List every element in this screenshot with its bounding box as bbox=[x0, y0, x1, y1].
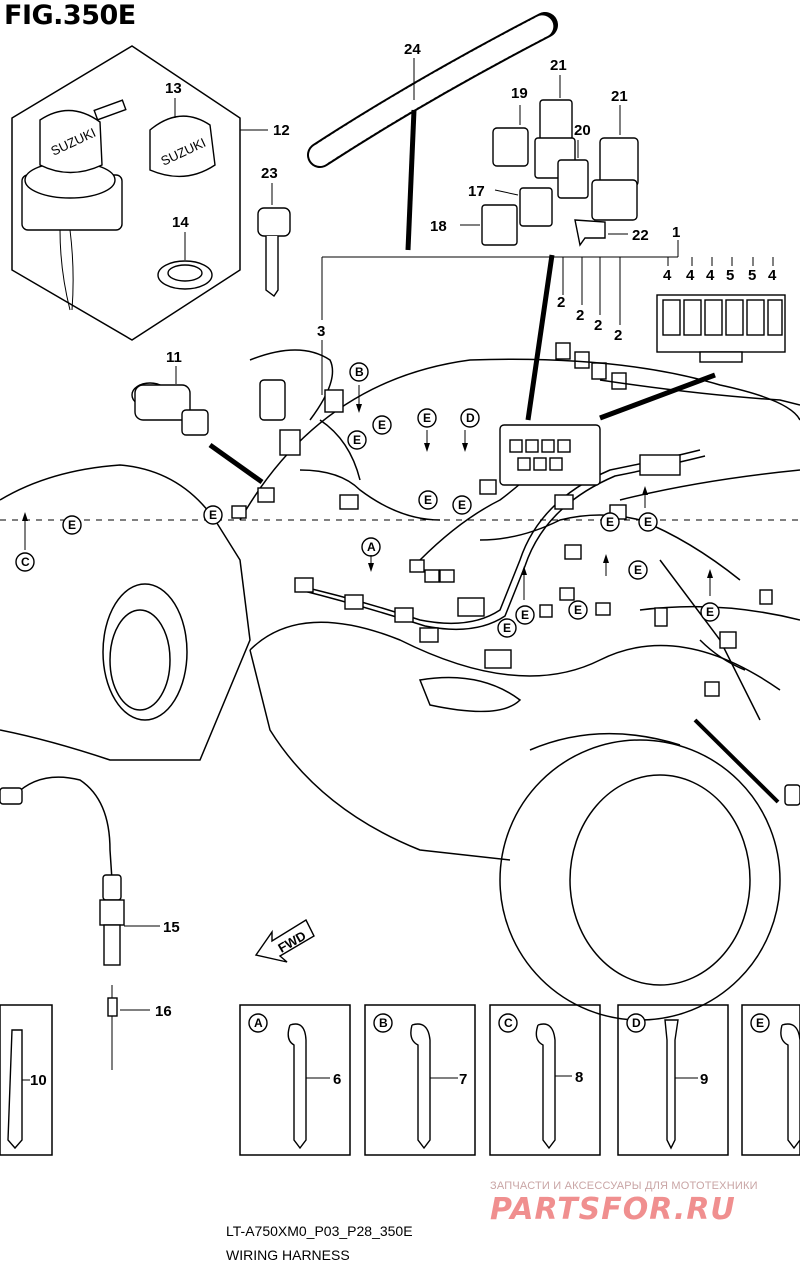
callout-10: 10 bbox=[30, 1072, 47, 1089]
relay-group bbox=[460, 75, 639, 421]
ref-marker-e2: E bbox=[372, 415, 392, 435]
svg-text:E: E bbox=[756, 1016, 764, 1030]
corrugated-tube bbox=[307, 12, 558, 251]
ref-marker-e4: E bbox=[418, 490, 438, 510]
fuse-block-group bbox=[321, 240, 786, 421]
ref-marker-d: D bbox=[460, 408, 480, 428]
callout-23: 23 bbox=[261, 165, 278, 182]
fwd-arrow: FWD bbox=[254, 919, 315, 963]
ref-marker-e13: E bbox=[600, 512, 620, 532]
callout-8: 8 bbox=[575, 1069, 583, 1086]
callout-1: 1 bbox=[672, 224, 680, 241]
callout-2b: 2 bbox=[576, 307, 584, 324]
callout-3: 3 bbox=[317, 323, 325, 340]
callout-15: 15 bbox=[163, 919, 180, 936]
callout-20: 20 bbox=[574, 122, 591, 139]
svg-text:E: E bbox=[423, 411, 431, 425]
svg-text:E: E bbox=[634, 563, 642, 577]
callout-7: 7 bbox=[459, 1071, 467, 1088]
svg-text:E: E bbox=[706, 605, 714, 619]
callout-2a: 2 bbox=[557, 294, 565, 311]
ref-marker-box-d: D bbox=[626, 1013, 646, 1033]
ref-marker-e10: E bbox=[700, 602, 720, 622]
clamp-boxes bbox=[0, 1004, 800, 1156]
callout-4d: 4 bbox=[768, 267, 777, 284]
svg-text:B: B bbox=[379, 1016, 388, 1030]
ref-marker-e5: E bbox=[452, 495, 472, 515]
svg-text:E: E bbox=[606, 515, 614, 529]
ref-marker-b: B bbox=[349, 362, 369, 382]
callout-4a: 4 bbox=[663, 267, 672, 284]
watermark-tagline: ЗАПЧАСТИ И АКСЕССУАРЫ ДЛЯ МОТОТЕХНИКИ bbox=[490, 1180, 758, 1192]
harness-wiring bbox=[231, 349, 773, 721]
svg-text:E: E bbox=[521, 608, 529, 622]
svg-text:E: E bbox=[209, 508, 217, 522]
svg-text:E: E bbox=[378, 418, 386, 432]
callout-2d: 2 bbox=[614, 327, 622, 344]
callout-24: 24 bbox=[404, 41, 421, 58]
svg-text:E: E bbox=[424, 493, 432, 507]
direction-arrows bbox=[22, 385, 713, 600]
callout-12: 12 bbox=[273, 122, 290, 139]
svg-text:E: E bbox=[353, 433, 361, 447]
figure-title: FIG.350E bbox=[4, 0, 136, 31]
svg-text:E: E bbox=[503, 621, 511, 635]
svg-text:D: D bbox=[632, 1016, 641, 1030]
callout-13: 13 bbox=[165, 80, 182, 97]
ref-marker-e12: E bbox=[203, 505, 223, 525]
ref-marker-e9: E bbox=[628, 560, 648, 580]
ref-marker-e11: E bbox=[62, 515, 82, 535]
svg-text:E: E bbox=[458, 498, 466, 512]
svg-text:D: D bbox=[466, 411, 475, 425]
callout-19: 19 bbox=[511, 85, 528, 102]
ref-marker-box-e: E bbox=[750, 1013, 770, 1033]
svg-text:A: A bbox=[254, 1016, 263, 1030]
ref-marker-e8: E bbox=[568, 600, 588, 620]
callout-5a: 5 bbox=[726, 267, 734, 284]
svg-text:E: E bbox=[574, 603, 582, 617]
part-callouts: 1 2 2 2 2 3 4 4 4 4 5 5 6 7 8 9 10 11 12… bbox=[30, 41, 777, 1089]
svg-text:C: C bbox=[504, 1016, 513, 1030]
figure-name: WIRING HARNESS bbox=[226, 1247, 350, 1263]
ref-marker-e14: E bbox=[638, 512, 658, 532]
svg-text:E: E bbox=[68, 518, 76, 532]
svg-text:A: A bbox=[367, 540, 376, 554]
callout-9: 9 bbox=[700, 1071, 708, 1088]
watermark-logo: PARTSFOR.RU bbox=[490, 1192, 736, 1227]
key-group bbox=[257, 183, 291, 298]
ignition-switch-group: SUZUKI SUZUKI bbox=[11, 45, 268, 341]
callout-4c: 4 bbox=[706, 267, 715, 284]
power-socket bbox=[131, 366, 264, 485]
ref-marker-e6: E bbox=[515, 605, 535, 625]
svg-text:B: B bbox=[355, 365, 364, 379]
ref-marker-e3: E bbox=[347, 430, 367, 450]
svg-text:E: E bbox=[644, 515, 652, 529]
callout-21a: 21 bbox=[550, 57, 567, 74]
callout-11: 11 bbox=[166, 349, 182, 366]
svg-text:C: C bbox=[21, 555, 30, 569]
callout-16: 16 bbox=[155, 1003, 172, 1020]
ref-marker-a: A bbox=[361, 537, 381, 557]
figure-code: LT-A750XM0_P03_P28_350E bbox=[226, 1223, 413, 1239]
ref-marker-box-c: C bbox=[498, 1013, 518, 1033]
callout-21b: 21 bbox=[611, 88, 628, 105]
ref-marker-box-a: A bbox=[248, 1013, 268, 1033]
callout-17: 17 bbox=[468, 183, 485, 200]
callout-5b: 5 bbox=[748, 267, 756, 284]
o2-sensor bbox=[0, 776, 160, 1070]
callout-14: 14 bbox=[172, 214, 189, 231]
callout-4b: 4 bbox=[686, 267, 695, 284]
ref-marker-e1: E bbox=[417, 408, 437, 428]
callout-6: 6 bbox=[333, 1071, 341, 1088]
ref-marker-c: C bbox=[15, 552, 35, 572]
callout-22: 22 bbox=[632, 227, 649, 244]
ref-marker-e7: E bbox=[497, 618, 517, 638]
clamp-ref-markers: A B C D E E E E E E E E E E E E E E A B … bbox=[15, 362, 770, 1033]
callout-18: 18 bbox=[430, 218, 447, 235]
callout-2c: 2 bbox=[594, 317, 602, 334]
ref-marker-box-b: B bbox=[373, 1013, 393, 1033]
